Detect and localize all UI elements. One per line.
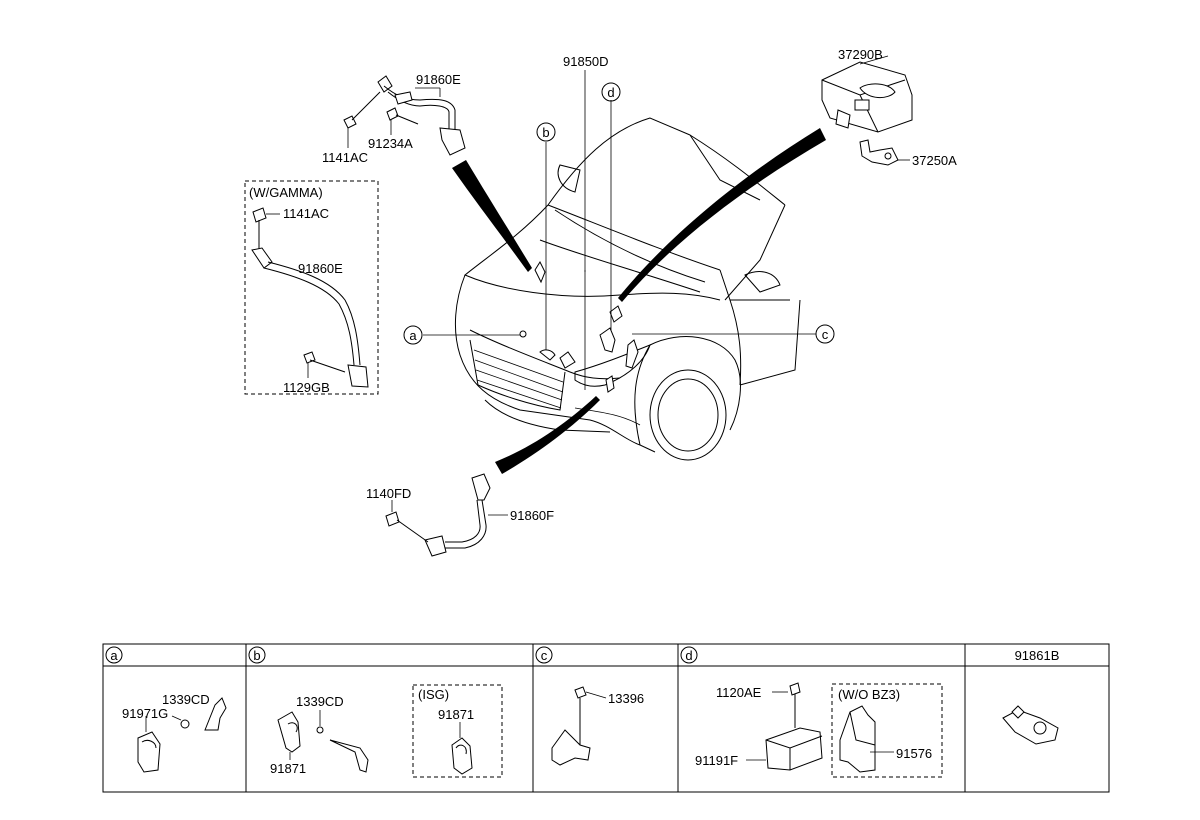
wgamma-box bbox=[244, 180, 379, 395]
car-parts bbox=[519, 260, 639, 393]
label-37290B: 37290B bbox=[838, 47, 883, 62]
label-1141AC-box: 1141AC bbox=[283, 206, 329, 221]
label-1140FD: 1140FD bbox=[366, 486, 411, 501]
callout-a: a bbox=[403, 325, 423, 345]
isg-box bbox=[412, 684, 503, 778]
header-c: c bbox=[535, 646, 553, 664]
label-d-1120AE: 1120AE bbox=[716, 685, 762, 700]
label-d-91576: 91576 bbox=[896, 746, 932, 761]
svg-text:c: c bbox=[822, 327, 829, 342]
cell-d-parts bbox=[746, 682, 823, 771]
label-a-91971G: 91971G bbox=[122, 706, 168, 721]
wobz3-box bbox=[831, 683, 943, 778]
label-91234A: 91234A bbox=[368, 136, 413, 151]
svg-text:d: d bbox=[685, 648, 692, 663]
label-91860E-box: 91860E bbox=[298, 261, 343, 276]
battery-sensor-37290B bbox=[821, 55, 913, 133]
label-91860F: 91860F bbox=[510, 508, 554, 523]
callout-b: b bbox=[536, 122, 556, 142]
callout-leaders bbox=[423, 70, 816, 350]
label-a-1339CD: 1339CD bbox=[162, 692, 210, 707]
header-91861B: 91861B bbox=[1015, 648, 1060, 663]
cell-b-parts bbox=[277, 710, 369, 773]
pointer-arrows bbox=[452, 128, 826, 474]
isg-part bbox=[451, 722, 473, 775]
isg-note: (ISG) bbox=[418, 687, 449, 702]
bracket-37250A bbox=[859, 139, 910, 166]
label-1129GB: 1129GB bbox=[283, 380, 330, 395]
svg-text:a: a bbox=[409, 328, 417, 343]
callout-d: d bbox=[601, 82, 621, 102]
parts-table bbox=[102, 643, 1110, 793]
header-d: d bbox=[680, 646, 698, 664]
cell-a-parts bbox=[137, 697, 227, 773]
ground-cable-91860E-top bbox=[343, 75, 466, 156]
label-b-91871: 91871 bbox=[270, 761, 306, 776]
label-37250A: 37250A bbox=[912, 153, 957, 168]
header-b: b bbox=[248, 646, 266, 664]
svg-text:d: d bbox=[607, 85, 614, 100]
label-1141AC-top: 1141AC bbox=[322, 150, 368, 165]
svg-text:a: a bbox=[110, 648, 118, 663]
svg-text:b: b bbox=[542, 125, 549, 140]
ground-cable-91860E-gamma bbox=[251, 207, 369, 388]
wgamma-note: (W/GAMMA) bbox=[249, 185, 323, 200]
cell-91861B-part bbox=[1002, 705, 1059, 745]
cell-c-parts bbox=[551, 686, 607, 766]
wobz3-note: (W/O BZ3) bbox=[838, 687, 900, 702]
svg-text:c: c bbox=[541, 648, 548, 663]
label-d-91191F: 91191F bbox=[695, 753, 738, 768]
svg-text:b: b bbox=[253, 648, 260, 663]
car-illustration bbox=[454, 117, 801, 461]
wobz3-part bbox=[839, 705, 894, 773]
ground-cable-91860F bbox=[385, 473, 508, 557]
callout-c: c bbox=[815, 324, 835, 344]
isg-part-label: 91871 bbox=[438, 707, 474, 722]
label-c-13396: 13396 bbox=[608, 691, 644, 706]
label-b-1339CD: 1339CD bbox=[296, 694, 344, 709]
label-91860E-top: 91860E bbox=[416, 72, 461, 87]
label-91850D: 91850D bbox=[563, 54, 609, 69]
header-a: a bbox=[105, 646, 123, 664]
